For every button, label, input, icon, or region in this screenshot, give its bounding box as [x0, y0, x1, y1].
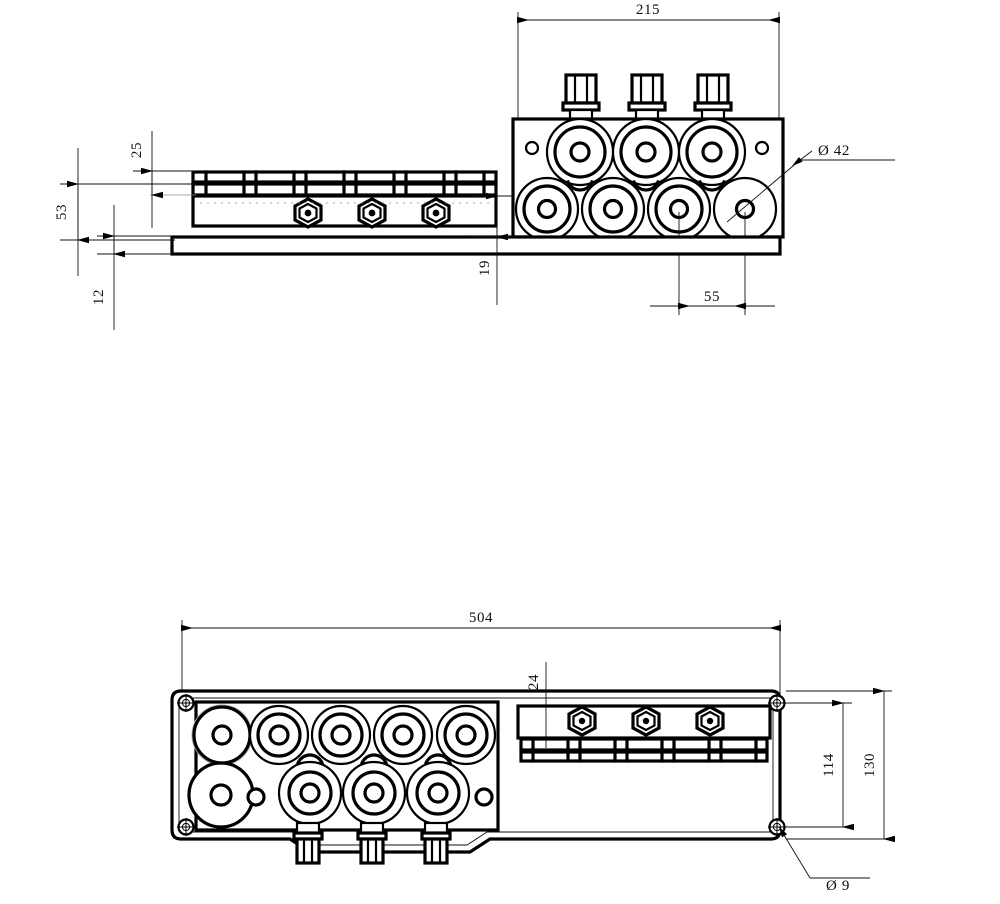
dim-114: 114 [786, 699, 854, 831]
dia-42-label: Ø 42 [818, 143, 850, 159]
bottom-port-u1[interactable] [192, 705, 252, 765]
dia-9-leader: Ø 9 [778, 826, 870, 894]
small-hole-right [754, 140, 770, 156]
dim-215-label: 215 [636, 2, 660, 18]
dim-215: 215 [517, 2, 780, 120]
bottom-small-hole-left [246, 787, 266, 807]
bottom-port-u5[interactable] [435, 704, 497, 766]
bottom-port-u3[interactable] [310, 704, 372, 766]
dim-24: 24 [526, 662, 547, 748]
dim-53-label: 53 [54, 204, 70, 220]
front-elevation-view: 215 [54, 2, 895, 330]
dim-504: 504 [181, 610, 781, 700]
dia-9-label: Ø 9 [826, 878, 850, 894]
front-rail-hex-nuts [293, 197, 451, 229]
hex-nut-3 [421, 197, 451, 229]
dim-504-label: 504 [469, 610, 493, 626]
front-base-plate [170, 235, 782, 256]
hex-nut-1 [293, 197, 323, 229]
front-rail-assembly [191, 170, 498, 229]
dim-12: 12 [91, 205, 172, 330]
corner-hole-tl [177, 694, 195, 712]
bottom-hex-nut-2 [631, 705, 661, 737]
bottom-connector-1 [292, 821, 324, 865]
bottom-port-u2[interactable] [248, 704, 310, 766]
small-hole-left [524, 140, 540, 156]
bottom-port-l3[interactable] [341, 753, 407, 826]
dim-55: 55 [650, 212, 775, 315]
dim-130-label: 130 [862, 753, 878, 777]
dim-130: 130 [786, 687, 895, 843]
front-block-lower-ports [514, 176, 778, 242]
dim-25: 25 [129, 131, 196, 228]
dim-24-label: 24 [526, 674, 542, 690]
bottom-corner-holes [177, 694, 786, 836]
bottom-plan-view: 504 [170, 610, 895, 894]
hex-nut-2 [357, 197, 387, 229]
bottom-hex-nut-3 [695, 705, 725, 737]
rail-profile [191, 170, 498, 197]
dim-12-label: 12 [91, 289, 107, 305]
dim-19: 19 [470, 186, 512, 305]
bottom-small-hole-right [474, 787, 494, 807]
dim-53: 53 [54, 148, 196, 276]
front-top-connectors [561, 73, 733, 122]
bottom-rail-bands [519, 737, 769, 763]
bottom-port-u4[interactable] [372, 704, 434, 766]
bottom-connectors [292, 821, 452, 865]
front-block-upper-ports [545, 117, 747, 192]
bottom-rail-assembly [516, 704, 772, 763]
front-manifold-block [511, 117, 785, 242]
bottom-rail-hex-nuts [567, 705, 725, 737]
bottom-port-l1[interactable] [187, 761, 255, 829]
dim-114-label: 114 [821, 753, 837, 777]
dim-55-label: 55 [704, 289, 720, 305]
dia-42-leader: Ø 42 [726, 143, 895, 223]
dim-25-label: 25 [129, 142, 145, 158]
connector-2 [627, 73, 667, 122]
bottom-port-l2[interactable] [277, 753, 343, 826]
corner-hole-tr [768, 694, 786, 712]
connector-1 [561, 73, 601, 122]
connector-3 [693, 73, 733, 122]
dim-19-label: 19 [477, 260, 493, 276]
bottom-hex-nut-1 [567, 705, 597, 737]
bottom-upper-ports [192, 704, 497, 766]
bottom-connector-3 [420, 821, 452, 865]
bottom-connector-2 [356, 821, 388, 865]
corner-hole-bl [177, 818, 195, 836]
